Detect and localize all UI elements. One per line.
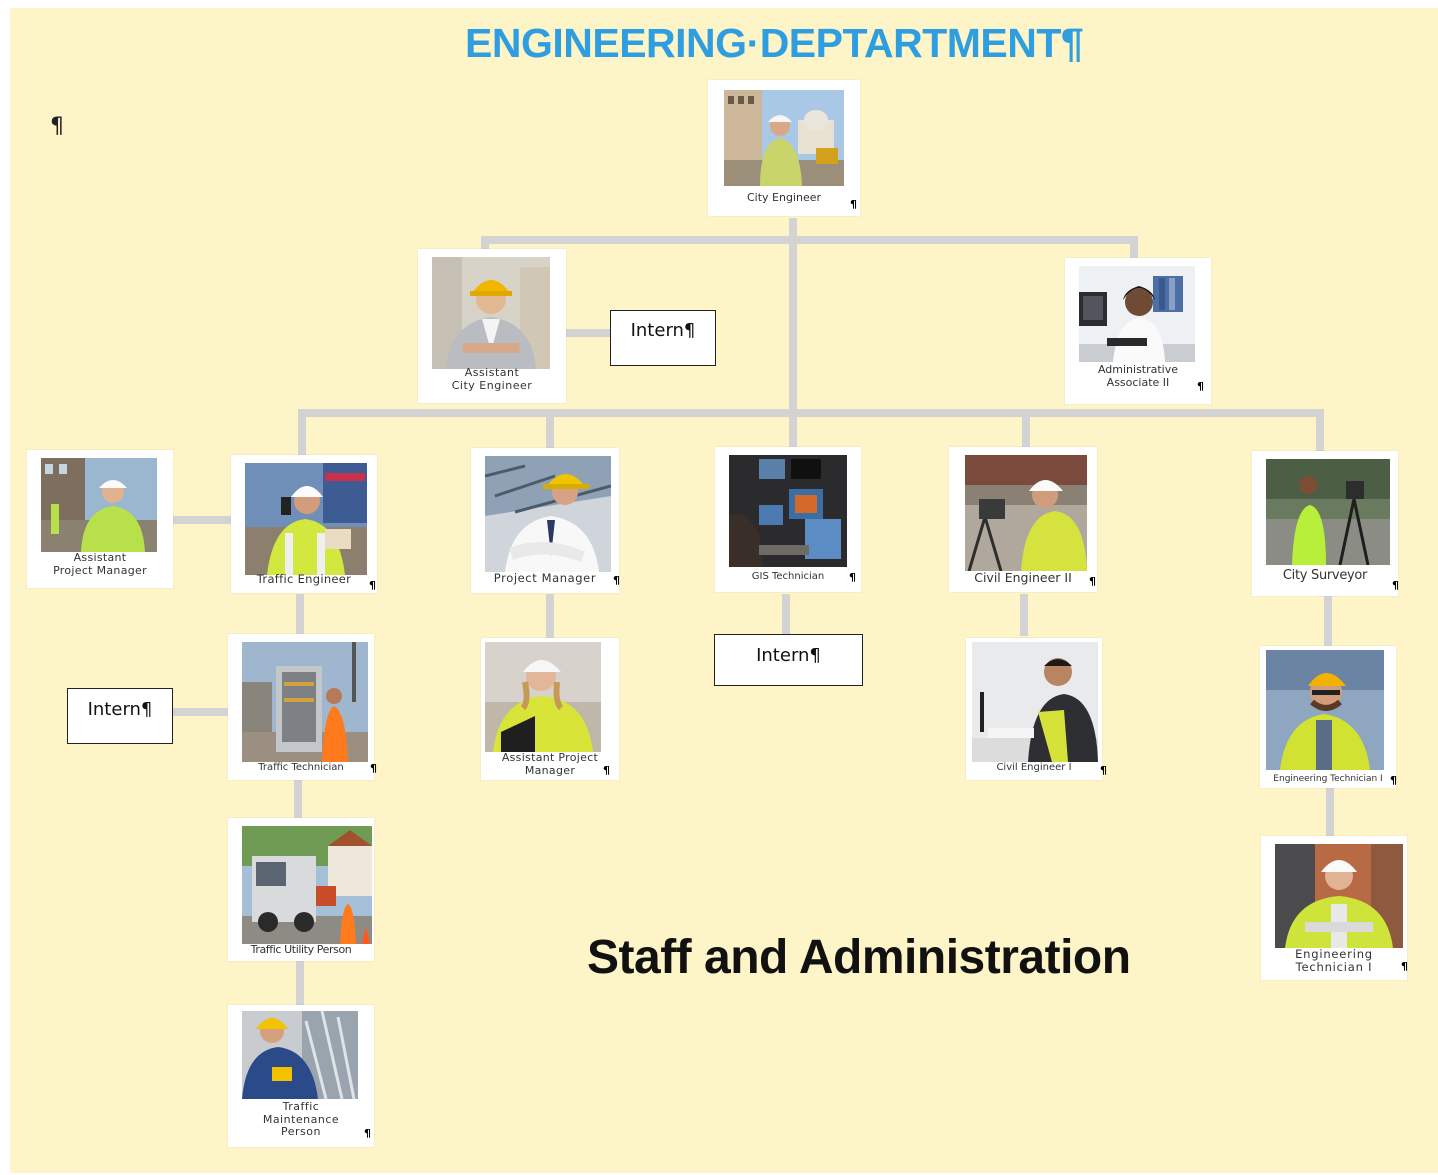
assistant-project-manager-2-label: Assistant Project Manager <box>501 751 599 777</box>
page-title: ENGINEERING·DEPTARTMENT¶ <box>465 20 1084 66</box>
connector-gis-intern <box>782 594 790 636</box>
connector-traffic-vertical-3 <box>296 961 304 1005</box>
card-traffic-technician[interactable]: Traffic Technician ¶ <box>228 634 377 780</box>
connector-mid-horizontal <box>298 409 1324 417</box>
traffic-maintenance-person-marker: ¶ <box>364 1127 371 1140</box>
traffic-utility-person-label: Traffic Utility Person <box>250 943 352 956</box>
connector-to-assistant-city-engineer <box>481 236 489 250</box>
administrative-associate-photo <box>1079 266 1195 362</box>
paragraph-mark: ¶ <box>50 114 64 139</box>
project-manager-label: Project Manager <box>493 571 597 585</box>
assistant-project-manager-2-marker: ¶ <box>603 764 610 777</box>
engineering-technician-1-marker: ¶ <box>1401 960 1408 973</box>
connector-apm-traffic-engineer <box>173 516 231 524</box>
traffic-utility-person-photo <box>242 826 372 944</box>
staff-administration-label: Staff and Administration <box>587 931 1131 984</box>
traffic-technician-label: Traffic Technician <box>258 762 344 773</box>
intern-box-assistant-city-engineer[interactable]: Intern¶ <box>610 310 716 366</box>
card-gis-technician[interactable]: GIS Technician ¶ <box>715 447 861 592</box>
civil-engineer-1-label: Civil Engineer I <box>996 762 1072 773</box>
city-surveyor-photo <box>1266 459 1390 565</box>
card-civil-engineer-1[interactable]: Civil Engineer I ¶ <box>966 638 1107 780</box>
civil-engineer-1-photo <box>972 642 1098 762</box>
connector-surveyor-tech <box>1324 596 1332 646</box>
engineering-technician-2-photo <box>1266 650 1384 770</box>
city-surveyor-label: City Surveyor <box>1282 568 1368 583</box>
engineering-technician-1-label: Engineering Technician I <box>1295 947 1373 975</box>
project-manager-marker: ¶ <box>613 574 620 587</box>
city-engineer-marker: ¶ <box>850 198 857 211</box>
engineering-technician-2-marker: ¶ <box>1390 774 1397 787</box>
connector-tech-tech <box>1326 788 1334 836</box>
card-city-surveyor[interactable]: City Surveyor ¶ <box>1252 451 1399 596</box>
connector-ce2-ce1 <box>1020 594 1028 636</box>
card-assistant-city-engineer[interactable]: Assistant City Engineer <box>418 249 566 403</box>
civil-engineer-2-label: Civil Engineer II <box>974 570 1072 585</box>
card-administrative-associate[interactable]: Administrative Associate II ¶ <box>1065 258 1211 404</box>
card-project-manager[interactable]: Project Manager ¶ <box>471 448 620 593</box>
civil-engineer-1-marker: ¶ <box>1100 764 1107 777</box>
administrative-associate-marker: ¶ <box>1197 380 1204 393</box>
card-assistant-project-manager[interactable]: Assistant Project Manager <box>27 450 173 588</box>
engineering-technician-1-photo <box>1275 844 1403 948</box>
connector-traffic-vertical-2 <box>294 780 302 818</box>
engineering-technician-2-label: Engineering Technician I <box>1273 774 1383 784</box>
card-civil-engineer-2[interactable]: Civil Engineer II ¶ <box>949 447 1097 592</box>
card-traffic-maintenance-person[interactable]: Traffic Maintenance Person ¶ <box>228 1005 374 1147</box>
connector-to-city-surveyor <box>1316 409 1324 457</box>
connector-traffic-vertical-1 <box>296 594 304 634</box>
connector-ace-intern <box>566 329 612 337</box>
city-surveyor-marker: ¶ <box>1392 579 1399 592</box>
traffic-maintenance-person-photo <box>242 1011 358 1099</box>
intern-box-traffic[interactable]: Intern¶ <box>67 688 173 744</box>
gis-technician-marker: ¶ <box>849 571 856 584</box>
assistant-city-engineer-photo <box>432 257 550 369</box>
traffic-technician-marker: ¶ <box>370 762 377 775</box>
civil-engineer-2-marker: ¶ <box>1089 575 1096 588</box>
card-engineering-technician-2[interactable]: Engineering Technician I ¶ <box>1260 646 1397 788</box>
assistant-project-manager-label: Assistant Project Manager <box>53 551 147 577</box>
org-chart-canvas: ENGINEERING·DEPTARTMENT¶ ¶ City Engineer… <box>10 8 1438 1173</box>
city-engineer-label: City Engineer <box>746 191 822 204</box>
traffic-engineer-marker: ¶ <box>369 579 376 592</box>
connector-pm-apm <box>546 594 554 644</box>
connector-trunk <box>789 218 797 448</box>
connector-to-civil-engineer-2 <box>1022 409 1030 447</box>
intern-box-gis[interactable]: Intern¶ <box>714 634 863 686</box>
administrative-associate-label: Administrative Associate II <box>1097 363 1179 389</box>
traffic-maintenance-person-label: Traffic Maintenance Person <box>262 1100 340 1139</box>
card-engineering-technician-1[interactable]: Engineering Technician I ¶ <box>1261 836 1408 980</box>
city-engineer-photo <box>724 90 844 186</box>
project-manager-photo <box>485 456 611 572</box>
connector-traffic-intern <box>173 708 228 716</box>
civil-engineer-2-photo <box>965 455 1087 571</box>
gis-technician-photo <box>729 455 847 567</box>
card-city-engineer[interactable]: City Engineer ¶ <box>708 80 860 216</box>
traffic-engineer-label: Traffic Engineer <box>256 572 352 586</box>
connector-to-project-manager <box>546 409 554 449</box>
card-assistant-project-manager-2[interactable]: Assistant Project Manager ¶ <box>481 638 619 780</box>
card-traffic-utility-person[interactable]: Traffic Utility Person <box>228 818 374 961</box>
card-traffic-engineer[interactable]: Traffic Engineer ¶ <box>231 455 377 593</box>
connector-to-traffic-engineer <box>298 409 306 457</box>
traffic-engineer-photo <box>245 463 367 575</box>
traffic-technician-photo <box>242 642 368 762</box>
assistant-project-manager-2-photo <box>485 642 601 752</box>
assistant-project-manager-photo <box>41 458 157 552</box>
connector-to-admin <box>1130 236 1138 260</box>
connector-top-horizontal <box>481 236 1138 244</box>
assistant-city-engineer-label: Assistant City Engineer <box>451 366 533 392</box>
gis-technician-label: GIS Technician <box>751 571 825 582</box>
